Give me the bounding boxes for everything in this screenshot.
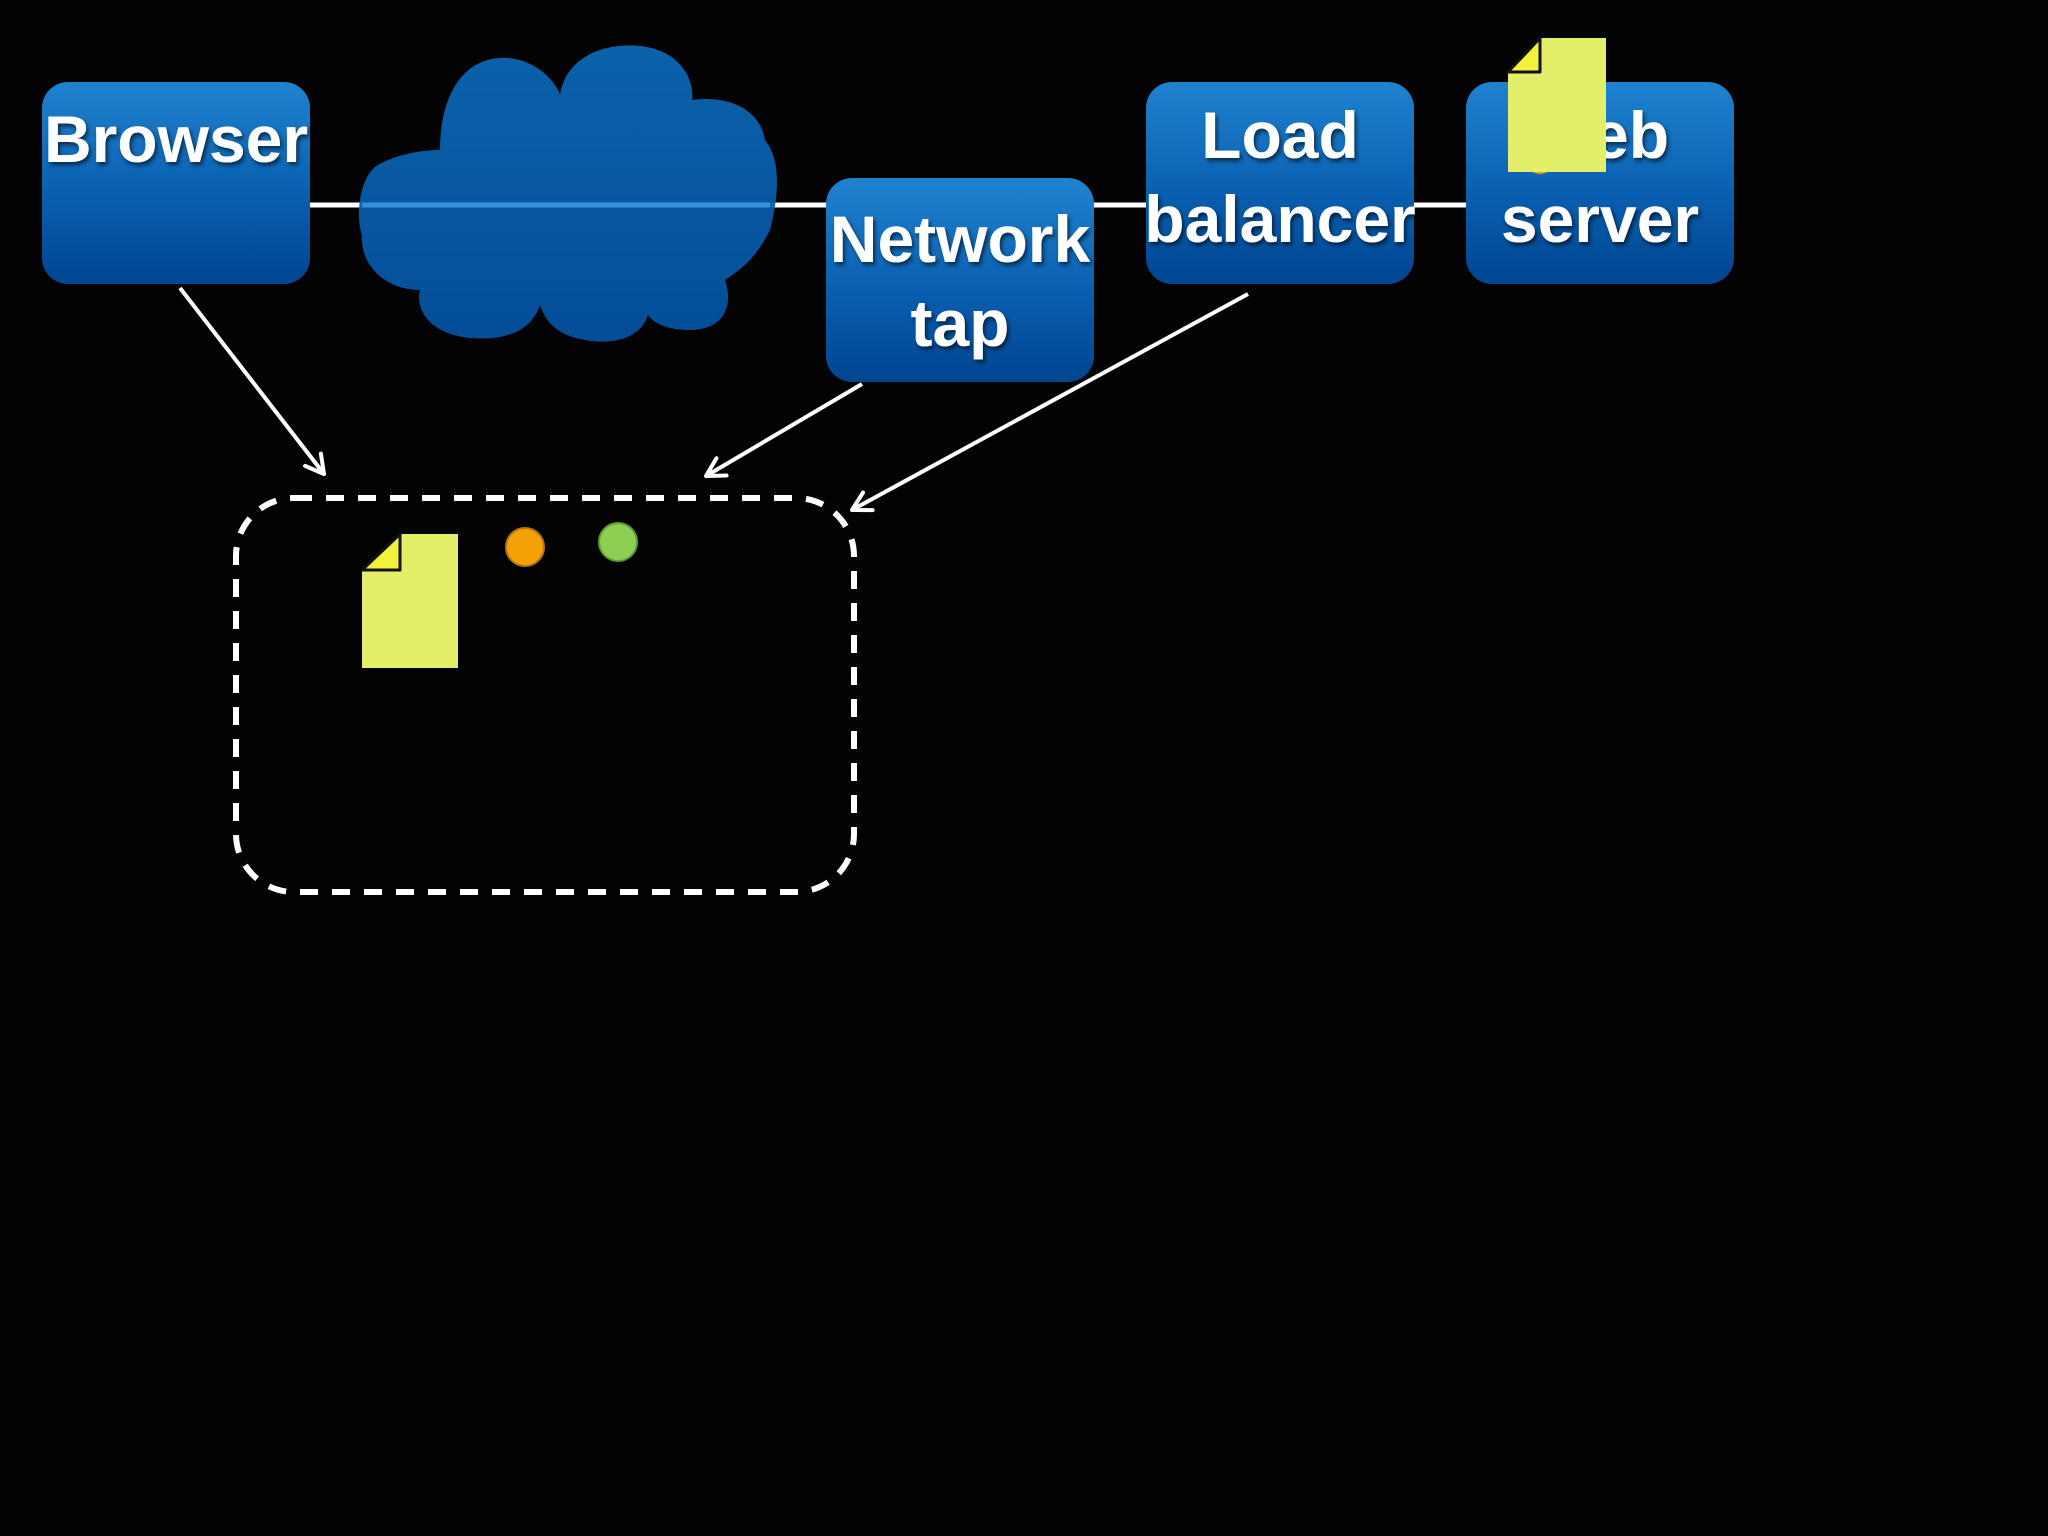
network-tap-label-line2: tap [911,286,1010,360]
load-balancer-label-line2: balancer [1144,182,1415,256]
cloud-icon [358,45,777,342]
browser-node: Browser [42,82,310,284]
orange-dot [505,527,545,567]
collected-document-icon [360,532,458,668]
network-tap-label-line1: Network [830,202,1091,276]
load-balancer-node: Load balancer [1144,82,1416,284]
web-server-label-line2: server [1501,182,1699,256]
network-tap-node: Network tap [826,178,1094,382]
document-icon [1506,36,1606,172]
arrow-from-browser [178,286,326,476]
collector-box [233,495,857,895]
browser-label: Browser [44,102,308,176]
green-dot [598,522,638,562]
arrow-from-network-tap [704,382,864,478]
arrow-from-load-balancer [850,292,1249,513]
load-balancer-label-line1: Load [1201,98,1359,172]
